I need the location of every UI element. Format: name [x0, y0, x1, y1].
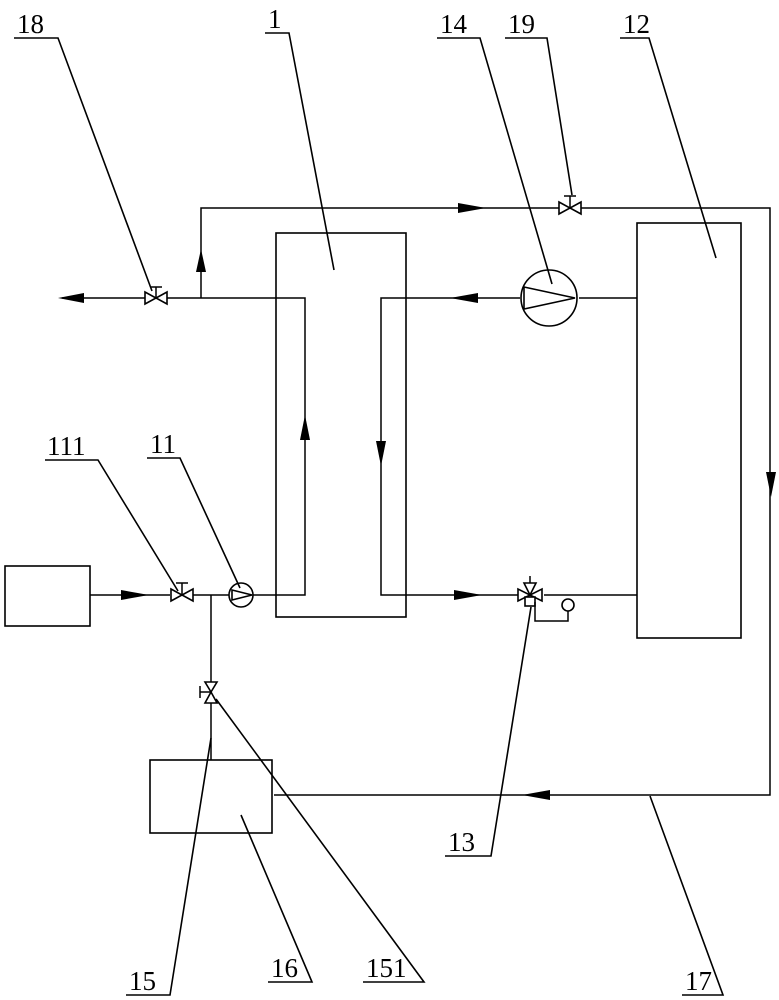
pump-14 — [520, 269, 578, 327]
valve-151 — [199, 681, 219, 704]
valve-19 — [558, 195, 582, 216]
leader-17 — [649, 795, 725, 996]
label-16: 16 — [271, 953, 298, 983]
pump-11 — [228, 582, 254, 608]
flow-arrow-outlet — [58, 293, 84, 303]
label-12: 12 — [623, 9, 650, 39]
flow-arrow-coil-up — [300, 415, 310, 440]
source-box — [4, 565, 91, 627]
label-111: 111 — [47, 431, 86, 461]
flow-arrow-coil-down — [376, 441, 386, 466]
tank-16 — [149, 759, 273, 834]
label-11: 11 — [150, 429, 176, 459]
flow-arrow-up-top — [196, 249, 206, 272]
leader-13 — [445, 606, 532, 857]
flow-arrow-top — [458, 203, 486, 213]
leader-11 — [147, 457, 241, 589]
tank-12 — [636, 222, 742, 639]
valve-111 — [170, 582, 194, 603]
label-1: 1 — [268, 4, 282, 34]
leader-14 — [437, 37, 553, 285]
leader-15 — [126, 737, 212, 996]
label-14: 14 — [440, 9, 468, 39]
flow-arrow-return — [522, 790, 550, 800]
label-15: 15 — [129, 966, 156, 996]
leader-111 — [45, 459, 179, 592]
label-18: 18 — [17, 9, 44, 39]
leader-1 — [265, 32, 335, 271]
leader-16 — [240, 814, 314, 983]
valve-18 — [144, 286, 168, 306]
coil-up-pipe — [160, 297, 306, 596]
valve-13 — [517, 576, 575, 622]
flow-arrow-right-down — [766, 472, 776, 497]
flow-arrow-to-valve-13 — [454, 590, 482, 600]
leader-12 — [620, 37, 717, 259]
label-17: 17 — [685, 966, 712, 996]
tank-1 — [275, 232, 407, 618]
flow-arrow-pump-out — [450, 293, 478, 303]
leader-19 — [505, 37, 573, 196]
flow-arrow-inlet — [121, 590, 149, 600]
label-13: 13 — [448, 827, 475, 857]
label-151: 151 — [366, 953, 407, 983]
label-19: 19 — [508, 9, 535, 39]
leader-151 — [215, 698, 426, 983]
leader-18 — [14, 37, 153, 292]
